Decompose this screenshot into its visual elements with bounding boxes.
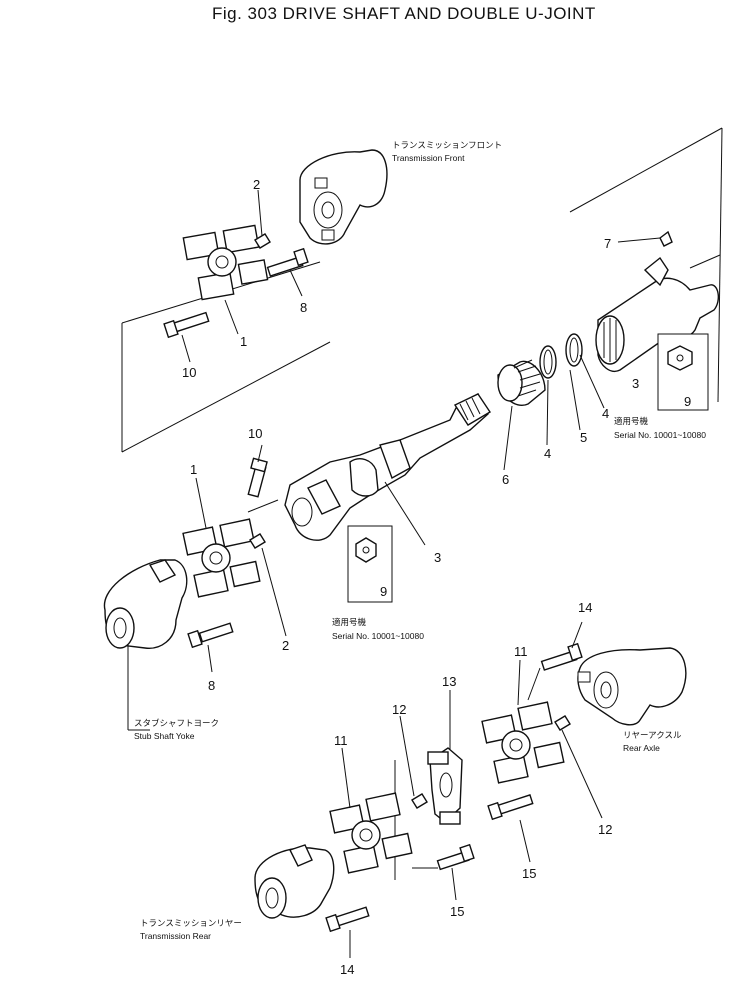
callout-9-mid: 9 xyxy=(380,584,387,599)
rear-axle-en-label: Rear Axle xyxy=(623,743,660,753)
universal-joint-spider-top xyxy=(182,224,269,301)
stub-shaft-yoke-jp-label: スタブシャフトヨーク xyxy=(134,718,219,728)
drive-shaft-3 xyxy=(284,393,491,541)
callout-11-right: 11 xyxy=(514,644,528,659)
transmission-rear-flange xyxy=(254,844,335,919)
stub-shaft-yoke-en-label: Stub Shaft Yoke xyxy=(134,731,195,741)
callout-3-right: 3 xyxy=(632,376,639,391)
universal-joint-spider-left xyxy=(329,792,413,874)
stub-shaft-yoke xyxy=(103,559,188,649)
slip-yoke-right xyxy=(595,256,720,372)
rear-axle-flange xyxy=(577,647,687,726)
transmission-rear-en-label: Transmission Rear xyxy=(140,931,211,941)
sleeve-nut-6 xyxy=(497,359,546,406)
transmission-front-flange xyxy=(299,149,388,245)
bolt-10-mid xyxy=(247,457,268,498)
callout-4-mid: 4 xyxy=(544,446,551,461)
callout-10-mid: 10 xyxy=(248,426,262,441)
callout-11-left: 11 xyxy=(334,733,348,748)
serial-jp-label-right: 適用号機 xyxy=(614,416,649,426)
callout-14-bottom: 14 xyxy=(340,962,354,977)
seal-rings xyxy=(539,333,583,379)
callout-5: 5 xyxy=(580,430,587,445)
bolt-8-top xyxy=(266,247,309,277)
callout-10-top: 10 xyxy=(182,365,196,380)
assembly-lines xyxy=(121,127,723,880)
bolt-15-right xyxy=(487,794,534,821)
callout-7: 7 xyxy=(604,236,611,251)
callout-8-top: 8 xyxy=(300,300,307,315)
callout-13: 13 xyxy=(442,674,456,689)
bolt-15-left xyxy=(436,843,475,871)
universal-joint-spider-right xyxy=(481,701,565,784)
bolt-10-top xyxy=(163,311,210,339)
transmission-front-jp-label: トランスミッションフロント xyxy=(392,140,502,150)
universal-joint-spider-mid xyxy=(182,518,261,598)
grease-fitting-left xyxy=(411,793,428,809)
callout-12-right: 12 xyxy=(598,822,612,837)
transmission-rear-jp-label: トランスミッションリヤー xyxy=(140,918,242,928)
callout-1-top: 1 xyxy=(240,334,247,349)
serial-box-right xyxy=(657,333,709,411)
bolt-14-top xyxy=(540,642,583,671)
callout-8-mid: 8 xyxy=(208,678,215,693)
serial-en-label-mid: Serial No. 10001~10080 xyxy=(332,631,424,641)
callout-9-right: 9 xyxy=(684,394,691,409)
rear-axle-jp-label: リヤーアクスル xyxy=(623,730,682,740)
callout-12-left: 12 xyxy=(392,702,406,717)
callout-3-mid: 3 xyxy=(434,550,441,565)
serial-box-mid xyxy=(347,525,393,603)
bolt-8-mid xyxy=(187,622,234,649)
serial-en-label-right: Serial No. 10001~10080 xyxy=(614,430,706,440)
grease-fitting-7 xyxy=(659,230,673,247)
callout-2-top: 2 xyxy=(253,177,260,192)
grease-fitting-mid xyxy=(249,533,266,549)
serial-jp-label-mid: 適用号機 xyxy=(332,617,367,627)
center-yoke-13 xyxy=(427,747,463,825)
callout-1-mid: 1 xyxy=(190,462,197,477)
callout-4-right: 4 xyxy=(602,406,609,421)
figure-title: Fig. 303 DRIVE SHAFT AND DOUBLE U-JOINT xyxy=(212,4,596,23)
transmission-front-en-label: Transmission Front xyxy=(392,153,465,163)
callout-numbers: 2 8 1 10 7 3 9 4 5 4 6 10 1 3 9 2 8 14 1… xyxy=(182,177,691,977)
callout-14-top: 14 xyxy=(578,600,592,615)
callout-15-right: 15 xyxy=(522,866,536,881)
callout-6: 6 xyxy=(502,472,509,487)
bolt-14-bottom xyxy=(325,906,370,933)
grease-fitting-right xyxy=(554,715,571,731)
callout-15-left: 15 xyxy=(450,904,464,919)
callout-2-mid: 2 xyxy=(282,638,289,653)
